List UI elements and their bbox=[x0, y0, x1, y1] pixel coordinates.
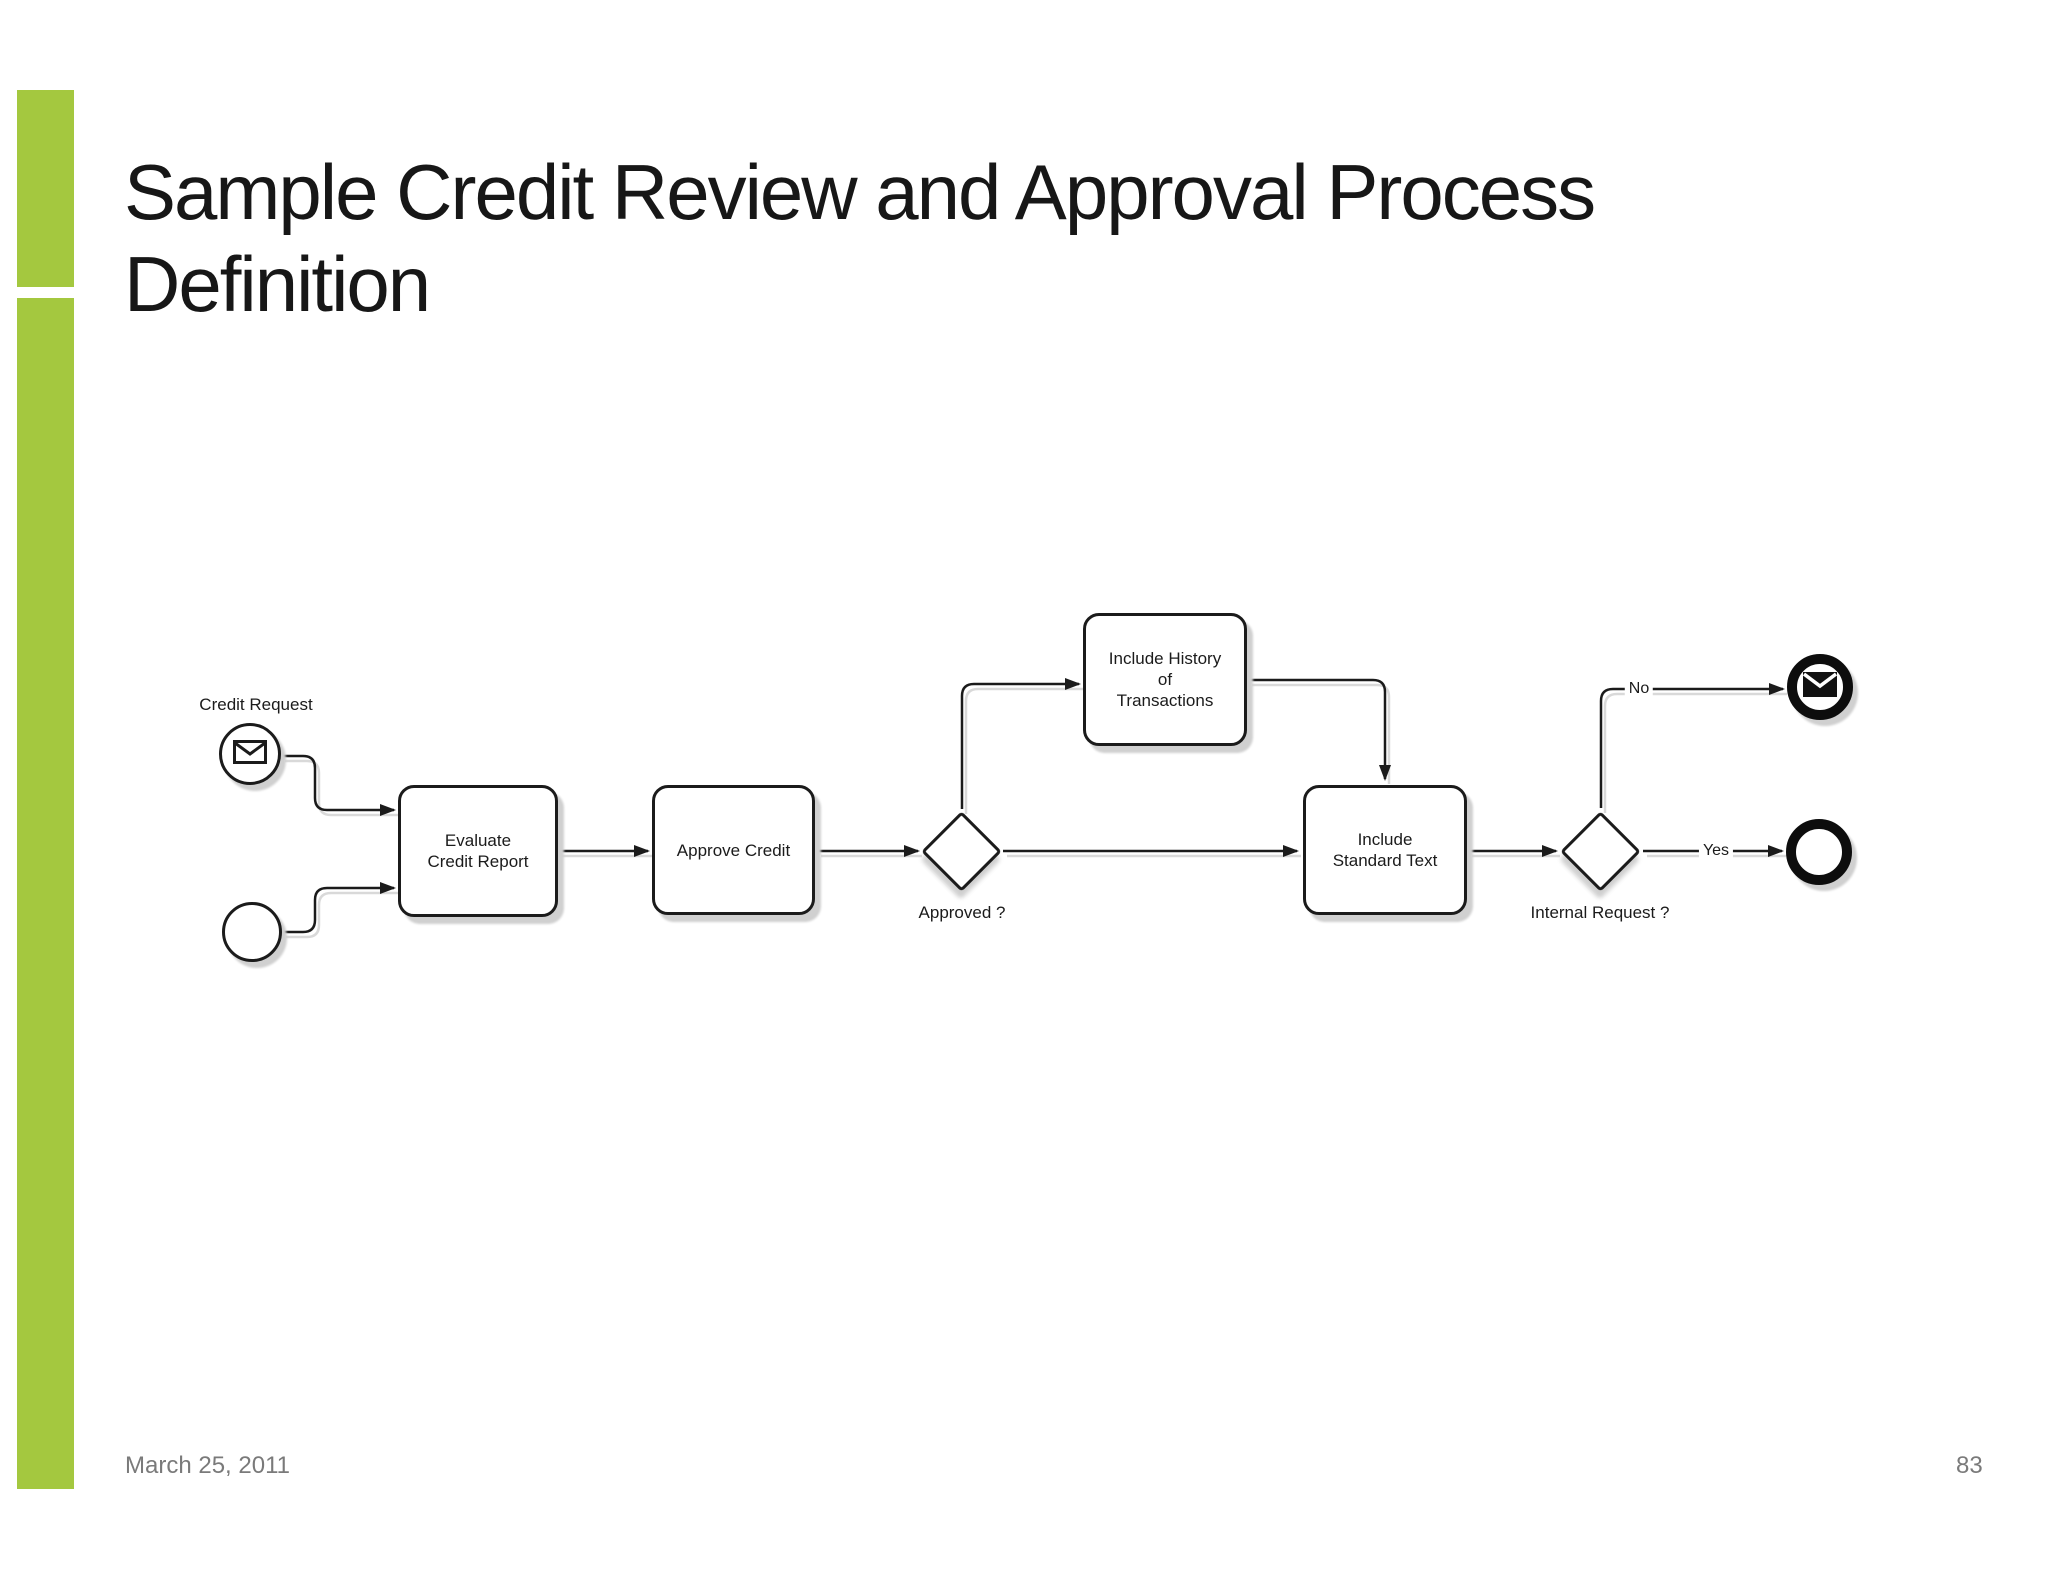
accent-bar-main bbox=[17, 298, 74, 1489]
task-label-line: Transactions bbox=[1116, 691, 1214, 710]
gateway-approved-label: Approved ? bbox=[918, 903, 1006, 922]
flow-internal-gateway-no-to-message-end bbox=[1599, 683, 1785, 808]
message-start-event bbox=[219, 723, 281, 785]
gateway-internal-request-label: Internal Request ? bbox=[1530, 903, 1670, 922]
task-label-line: Approve Credit bbox=[676, 840, 791, 860]
slide-title: Sample Credit Review and Approval Proces… bbox=[124, 146, 1924, 330]
task-label-line: Include History bbox=[1108, 649, 1222, 668]
slide-title-line1: Sample Credit Review and Approval Proces… bbox=[124, 148, 1596, 236]
task-label-line: Standard Text bbox=[1332, 851, 1438, 870]
task-label-line: Evaluate bbox=[444, 831, 512, 850]
task-include-standard-text: Include Standard Text bbox=[1303, 785, 1467, 915]
flow-approved-gateway-to-history bbox=[960, 678, 1081, 809]
credit-request-label: Credit Request bbox=[199, 695, 313, 714]
edge-label-no: No bbox=[1624, 680, 1654, 698]
edge-label-yes: Yes bbox=[1698, 842, 1734, 860]
envelope-solid-icon bbox=[1802, 672, 1838, 702]
page-number: 83 bbox=[1956, 1452, 1983, 1479]
task-include-history-of-transactions: Include History of Transactions bbox=[1083, 613, 1247, 746]
footer-date: March 25, 2011 bbox=[125, 1452, 290, 1479]
envelope-outline-icon bbox=[233, 739, 267, 769]
end-event bbox=[1786, 819, 1852, 885]
flow-message-start-to-evaluate bbox=[281, 754, 396, 816]
connector-lines bbox=[281, 678, 1785, 934]
task-label-line: Include bbox=[1357, 830, 1413, 849]
task-label-line: of bbox=[1157, 670, 1173, 689]
task-evaluate-credit-report: Evaluate Credit Report bbox=[398, 785, 558, 917]
plain-start-event bbox=[222, 902, 282, 962]
connector-shadows bbox=[285, 683, 1787, 939]
task-label-line: Credit Report bbox=[427, 852, 529, 871]
accent-bar-top bbox=[17, 90, 74, 287]
flow-plain-start-to-evaluate bbox=[282, 882, 396, 934]
message-end-event bbox=[1787, 654, 1853, 720]
task-approve-credit: Approve Credit bbox=[652, 785, 815, 915]
flow-history-to-standard bbox=[1248, 678, 1391, 781]
slide-title-line2: Definition bbox=[124, 240, 431, 328]
